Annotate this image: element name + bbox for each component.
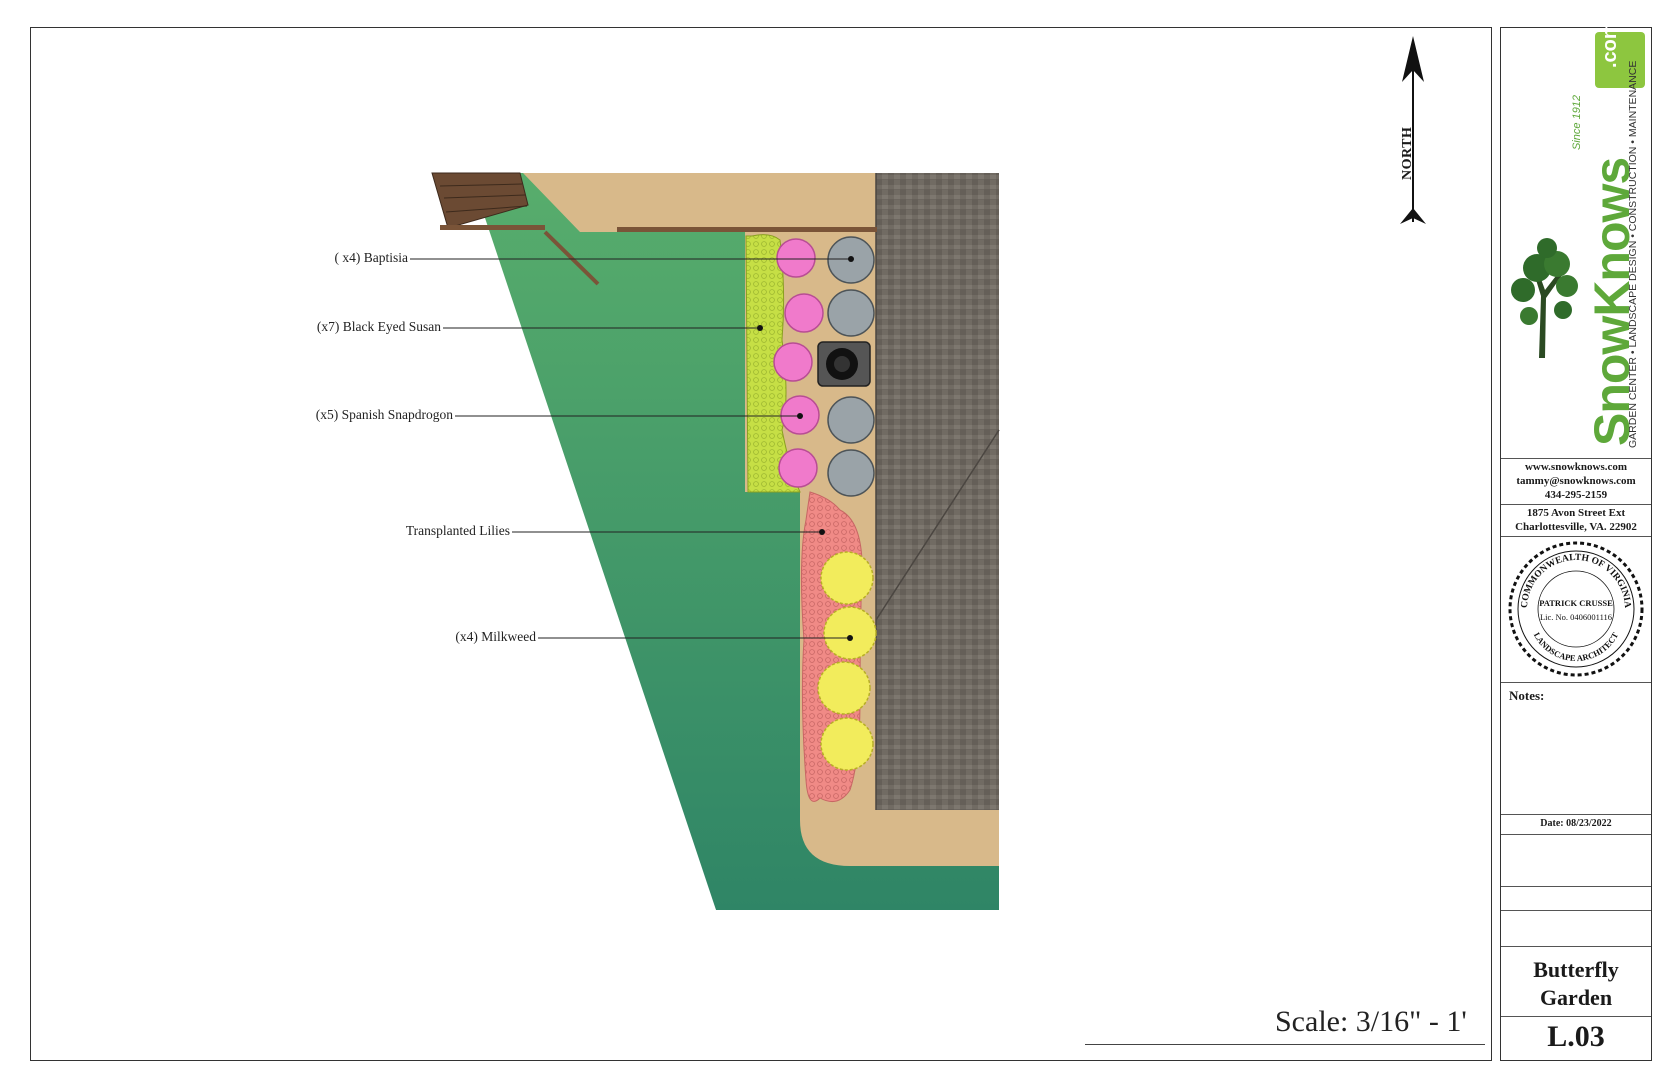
label-milkweed: (x4) Milkweed (455, 629, 536, 644)
address-line1: 1875 Avon Street Ext (1526, 507, 1626, 519)
logo-since: Since 1912 (1571, 94, 1583, 150)
architect-seal: COMMONWEALTH OF VIRGINIA LANDSCAPE ARCHI… (1507, 540, 1645, 678)
company-logo: .com SnowKnows Since 1912 GARDEN CENTER … (1501, 21, 1651, 458)
label-baptisia: ( x4) Baptisia (334, 250, 409, 265)
deck-rail (440, 225, 545, 230)
seal-name: PATRICK CRUSSE (1539, 598, 1613, 608)
project-title-line1: Butterfly (1533, 957, 1619, 982)
leader-dots (757, 256, 854, 641)
logo-tagline: GARDEN CENTER • LANDSCAPE DESIGN • CONST… (1627, 60, 1639, 448)
sheet-number: L.03 (1547, 1020, 1605, 1053)
deck-steps (431, 172, 529, 229)
scale-underline (1085, 1044, 1485, 1045)
house-roof (876, 173, 999, 810)
plan-clip-left (432, 173, 716, 910)
label-spanish-snapdragon: (x5) Spanish Snapdrogon (315, 407, 453, 422)
milkweed-group (817, 551, 877, 771)
contact-phone: 434-295-2159 (1544, 489, 1608, 501)
leader-lines (410, 258, 851, 639)
label-transplanted-lilies: Transplanted Lilies (405, 523, 510, 538)
notes-label: Notes: (1509, 688, 1545, 703)
lawn-area (432, 173, 999, 910)
label-black-eyed-susan: (x7) Black Eyed Susan (316, 319, 441, 334)
north-arrow-icon (1400, 36, 1426, 224)
sheet-border (30, 27, 1492, 1061)
snapdragon-group (773, 238, 824, 488)
seal-license: Lic. No. 0406001116 (1540, 612, 1612, 622)
contact-web[interactable]: www.snowknows.com (1524, 461, 1628, 473)
tree-icon (1511, 238, 1578, 358)
address-line2: Charlottesville, VA. 22902 (1515, 521, 1637, 533)
contact-email[interactable]: tammy@snowknows.com (1516, 475, 1636, 487)
scale-note: Scale: 3/16" - 1' (1275, 1005, 1467, 1038)
north-label: NORTH (1400, 126, 1415, 180)
title-block: .com SnowKnows Since 1912 GARDEN CENTER … (1500, 21, 1652, 1061)
house-edge-rail (617, 227, 877, 232)
logo-tld: .com (1599, 21, 1621, 68)
project-title-line2: Garden (1539, 985, 1613, 1010)
date-field: Date: 08/23/2022 (1540, 818, 1612, 829)
baptisia-group (827, 236, 875, 497)
